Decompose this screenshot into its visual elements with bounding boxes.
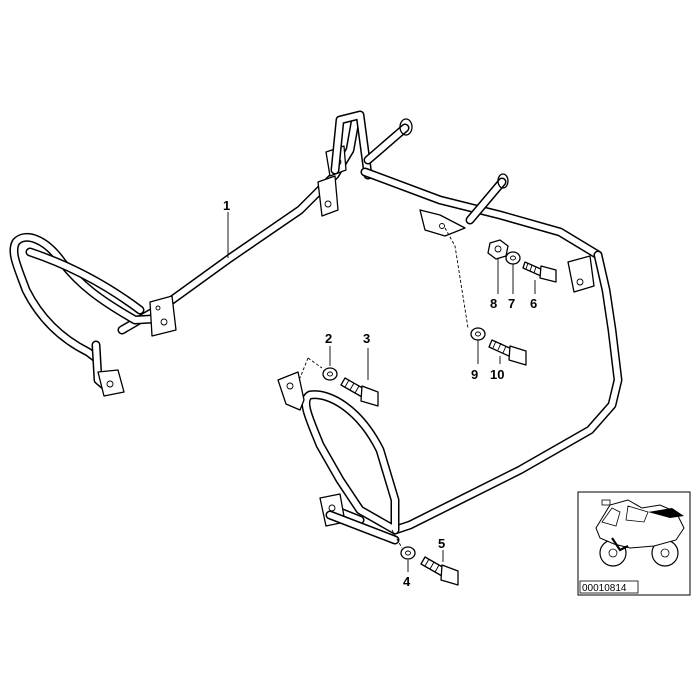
motorcycle-thumbnail: 00010814 <box>577 491 691 596</box>
part-label-1: 1 <box>223 198 230 213</box>
washer-9-icon <box>470 327 486 341</box>
washer-7-icon <box>505 251 521 265</box>
right-crash-bar <box>277 167 623 545</box>
washer-2-icon <box>322 367 338 381</box>
left-crash-bar <box>9 110 413 397</box>
bolt-6-icon <box>522 261 557 283</box>
part-label-10: 10 <box>490 367 504 382</box>
bolt-3-icon <box>340 377 379 407</box>
leader-lines <box>227 212 536 572</box>
part-label-8: 8 <box>490 296 497 311</box>
bolt-5-icon <box>420 556 459 586</box>
part-label-3: 3 <box>363 331 370 346</box>
motorcycle-icon <box>595 499 685 567</box>
thumbnail-code: 00010814 <box>582 583 627 594</box>
part-label-7: 7 <box>508 296 515 311</box>
nut-8-icon <box>487 239 509 260</box>
washer-4-icon <box>400 546 416 560</box>
part-label-4: 4 <box>403 574 411 589</box>
bolt-10-icon <box>488 339 527 366</box>
part-label-5: 5 <box>438 536 445 551</box>
part-label-9: 9 <box>471 367 478 382</box>
part-labels: 1 2 3 4 5 6 7 8 9 10 <box>223 198 537 589</box>
part-label-2: 2 <box>325 331 332 346</box>
part-label-6: 6 <box>530 296 537 311</box>
